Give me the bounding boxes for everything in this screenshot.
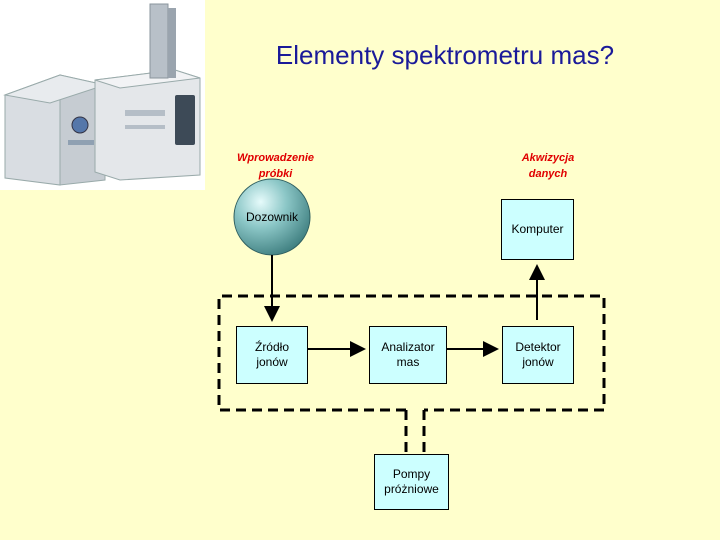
spectrometer-photo <box>0 0 205 190</box>
ion-detector-box: Detektor jonów <box>502 326 574 384</box>
mass-analyzer-box: Analizator mas <box>369 326 447 384</box>
stage-label-line: danych <box>528 168 568 180</box>
stage-label-line: próbki <box>258 168 293 180</box>
stage-label-data-acquisition: Akwizycja danych <box>503 150 593 182</box>
vacuum-pumps-box: Pompy próżniowe <box>374 454 449 510</box>
ion-source-box: Źródło jonów <box>236 326 308 384</box>
computer-box: Komputer <box>501 199 574 260</box>
page-title: Elementy spektrometru mas? <box>275 40 615 70</box>
stage-label-line: Wprowadzenie <box>236 152 314 164</box>
stage-label-line: Akwizycja <box>521 152 575 164</box>
stage-label-sample-input: Wprowadzenie próbki <box>228 150 323 182</box>
sample-inlet-label: Dozownik <box>245 210 299 224</box>
